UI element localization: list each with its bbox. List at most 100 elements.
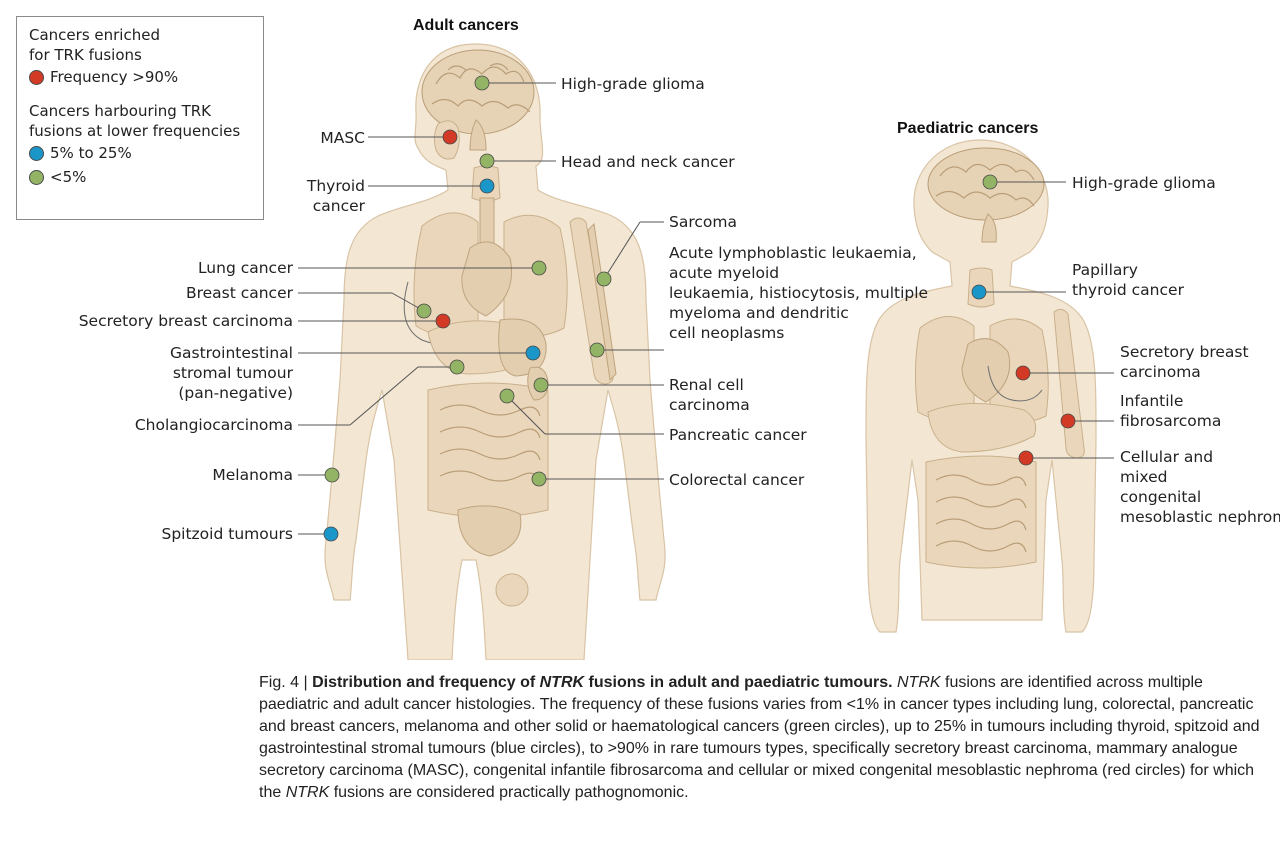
label-line: Papillary [1072, 261, 1138, 279]
label-masc: MASC [320, 129, 365, 147]
label-line: cancer [313, 197, 366, 215]
caption-title-gene: NTRK [539, 674, 585, 691]
legend: Cancers enriched for TRK fusions Frequen… [16, 16, 264, 220]
dot-leukaemia [589, 342, 605, 358]
label-line: (pan-negative) [178, 384, 293, 402]
label-p-glioma: High-grade glioma [1072, 174, 1216, 192]
leader-lines [298, 82, 1114, 535]
dot-colorectal [531, 471, 547, 487]
dot-p-thyroid [971, 284, 987, 300]
legend-label-green: <5% [50, 168, 87, 186]
label-melanoma: Melanoma [212, 466, 293, 484]
dot-lung [531, 260, 547, 276]
adult-title: Adult cancers [413, 17, 519, 34]
dot-pancreatic [499, 388, 515, 404]
paediatric-breast-outline [987, 365, 1043, 402]
label-glioma: High-grade glioma [561, 75, 705, 93]
label-line: carcinoma [1120, 363, 1201, 381]
adult-trachea [479, 197, 495, 249]
label-line: Cellular and [1120, 448, 1213, 466]
dot-sarcoma [596, 271, 612, 287]
label-spitzoid: Spitzoid tumours [161, 525, 293, 543]
legend-label-blue: 5% to 25% [50, 144, 132, 162]
label-head-neck: Head and neck cancer [561, 153, 735, 171]
site-labels: High-grade glioma MASC Head and neck can… [79, 75, 1280, 543]
legend-item-green: <5% [29, 167, 251, 187]
label-breast: Breast cancer [186, 284, 294, 302]
label-line: leukaemia, histiocytosis, multiple [669, 284, 928, 302]
legend-swatch-red [29, 69, 44, 85]
figure-caption: Fig. 4 | Distribution and frequency of N… [259, 672, 1267, 804]
label-gist: Gastrointestinal stromal tumour (pan-negat… [170, 344, 294, 402]
label-line: MASC [320, 129, 365, 147]
label-line: Renal cell [669, 376, 744, 394]
dot-secretory-breast [435, 313, 451, 329]
dot-p-secretory-breast [1015, 365, 1031, 381]
caption-fig-label: Fig. 4 | [259, 674, 313, 691]
paediatric-intestines [925, 455, 1037, 569]
dot-p-glioma [982, 174, 998, 190]
label-line: myeloma and dendritic [669, 304, 849, 322]
dot-cholangio [449, 359, 465, 375]
label-line: Head and neck cancer [561, 153, 735, 171]
caption-gene-1: NTRK [897, 674, 941, 691]
label-cholangio: Cholangiocarcinoma [135, 416, 293, 434]
label-line: High-grade glioma [561, 75, 705, 93]
label-line: cell neoplasms [669, 324, 784, 342]
dot-p-fibrosarcoma [1060, 413, 1076, 429]
adult-intestines [427, 382, 549, 557]
label-colorectal: Colorectal cancer [669, 471, 805, 489]
label-line: High-grade glioma [1072, 174, 1216, 192]
legend-item-blue: 5% to 25% [29, 143, 251, 163]
adult-heart [461, 241, 513, 317]
adult-testis [495, 573, 529, 607]
label-secretory-breast: Secretory breast carcinoma [79, 312, 293, 330]
paediatric-liver [927, 403, 1037, 453]
label-line: Lung cancer [198, 259, 294, 277]
ntrk-anatomy-diagram: Adult cancers Paediatric cancers [79, 17, 1280, 660]
label-line: Secretory breast carcinoma [79, 312, 293, 330]
dot-masc [442, 129, 458, 145]
adult-figure [324, 43, 666, 660]
dot-p-nephroma [1018, 450, 1034, 466]
label-line: stromal tumour [173, 364, 294, 382]
label-p-thyroid: Papillary thyroid cancer [1072, 261, 1185, 299]
adult-brain [421, 49, 535, 151]
caption-title: Distribution and frequency of NTRK fusio… [312, 674, 893, 691]
label-lung: Lung cancer [198, 259, 294, 277]
adult-stomach [498, 318, 547, 377]
label-line: Cholangiocarcinoma [135, 416, 293, 434]
dot-breast [416, 303, 432, 319]
label-line: Pancreatic cancer [669, 426, 807, 444]
legend-item-red: Frequency >90% [29, 67, 251, 87]
label-line: Gastrointestinal [170, 344, 293, 362]
caption-body-2: fusions are considered practically patho… [329, 784, 689, 801]
label-line: carcinoma [669, 396, 750, 414]
adult-arm-muscle [587, 222, 617, 382]
label-line: congenital [1120, 488, 1201, 506]
label-line: Melanoma [212, 466, 293, 484]
dot-melanoma [324, 467, 340, 483]
legend-swatch-green [29, 169, 44, 185]
label-line: acute myeloid [669, 264, 779, 282]
dot-thyroid [479, 178, 495, 194]
paediatric-heart [961, 338, 1011, 403]
legend-swatch-blue [29, 145, 44, 161]
dot-glioma [474, 75, 490, 91]
paediatric-title: Paediatric cancers [897, 120, 1039, 137]
label-line: fibrosarcoma [1120, 412, 1221, 430]
label-renal: Renal cell carcinoma [669, 376, 750, 414]
dot-renal [533, 377, 549, 393]
label-line: thyroid cancer [1072, 281, 1185, 299]
label-sarcoma: Sarcoma [669, 213, 737, 231]
label-leukaemia: Acute lymphoblastic leukaemia, acute myel… [669, 244, 928, 342]
dot-head-neck [479, 153, 495, 169]
paediatric-figure [865, 139, 1097, 633]
legend-lower-heading: Cancers harbouring TRK fusions at lower … [29, 102, 241, 140]
label-line: Acute lymphoblastic leukaemia, [669, 244, 917, 262]
legend-label-red: Frequency >90% [50, 68, 179, 86]
dot-spitzoid [323, 526, 339, 542]
